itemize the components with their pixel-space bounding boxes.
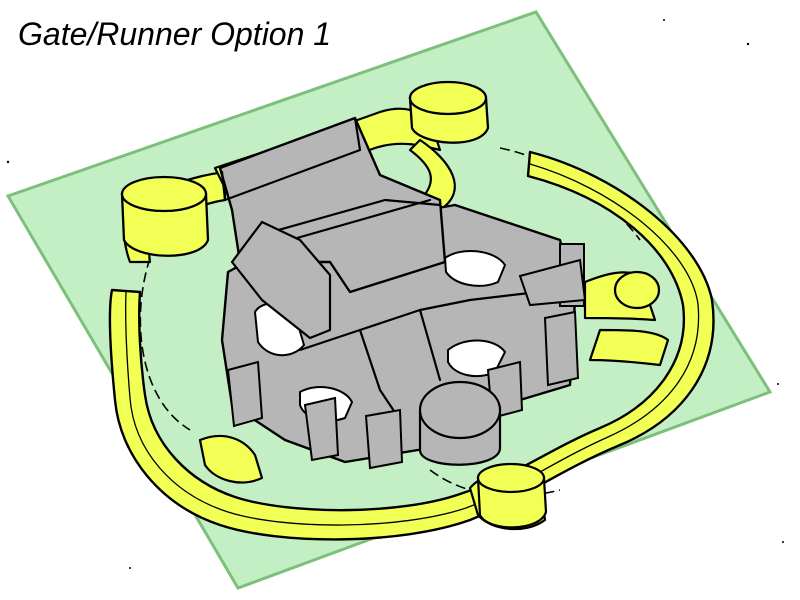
molded-part <box>218 116 587 470</box>
scan-specks <box>6 19 784 569</box>
sprue-bottom <box>476 462 548 529</box>
outer-runner-ring <box>108 150 715 541</box>
sprue-right <box>613 270 661 310</box>
sprue-top <box>408 80 490 144</box>
figure-title: Gate/Runner Option 1 <box>18 16 332 52</box>
sprue-left <box>120 175 210 257</box>
